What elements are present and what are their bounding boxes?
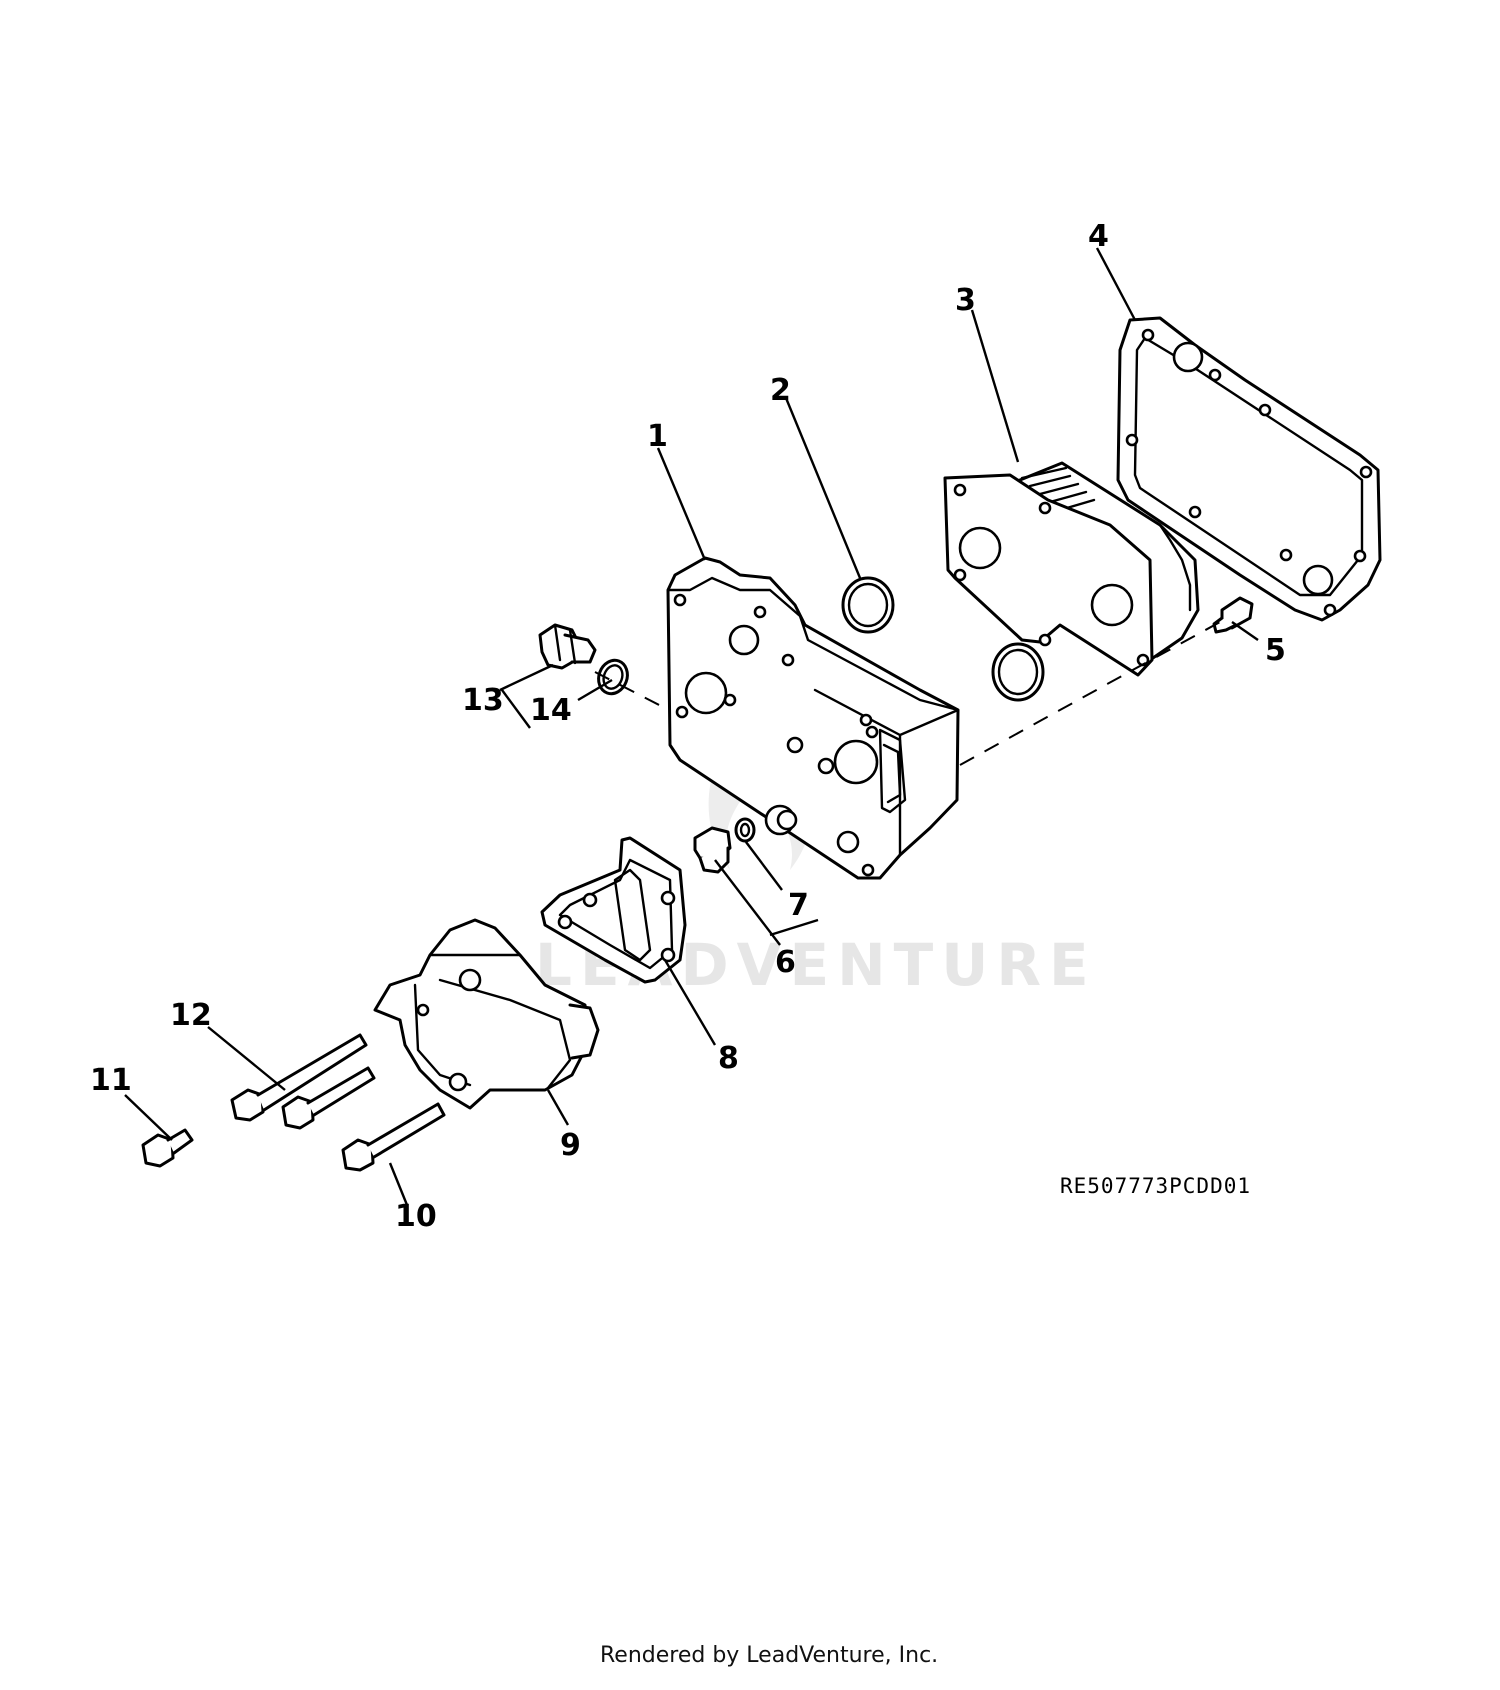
part-12-bolt-lower[interactable]: [281, 1066, 376, 1130]
drawing-id: RE507773PCDD01: [1060, 1174, 1251, 1198]
callout-12[interactable]: 12: [170, 998, 212, 1033]
assembly-centerlines: [594, 621, 1221, 766]
part-7-washer[interactable]: [734, 817, 756, 843]
callout-7[interactable]: 7: [788, 888, 809, 923]
callout-11[interactable]: 11: [90, 1063, 132, 1098]
callout-10[interactable]: 10: [395, 1199, 437, 1234]
part-4-gasket[interactable]: [1116, 316, 1382, 622]
callout-13[interactable]: 13: [462, 683, 504, 718]
callout-9[interactable]: 9: [560, 1128, 581, 1163]
part-11-bolt[interactable]: [141, 1128, 194, 1168]
part-9-housing[interactable]: [373, 918, 600, 1110]
part-14-o-ring[interactable]: [594, 656, 632, 698]
callout-labels: 1 2 3 4 5 6 7 8 9 10 11 12 13 14: [90, 219, 1286, 1234]
part-12-bolt-upper[interactable]: [230, 1033, 368, 1122]
callout-4[interactable]: 4: [1088, 219, 1109, 254]
callout-8[interactable]: 8: [718, 1041, 739, 1076]
part-5-cap-screw[interactable]: [1212, 596, 1254, 634]
part-2-o-ring[interactable]: [841, 576, 895, 634]
callout-3[interactable]: 3: [955, 283, 976, 318]
part-3-cooler-element[interactable]: [943, 461, 1200, 677]
callout-5[interactable]: 5: [1265, 633, 1286, 668]
footer-credit: Rendered by LeadVenture, Inc.: [600, 1643, 938, 1668]
leader-lines: [124, 247, 1259, 1206]
o-ring-lower[interactable]: [991, 642, 1045, 702]
part-1-oil-cooler-cover[interactable]: [666, 556, 960, 880]
callout-2[interactable]: 2: [770, 373, 791, 408]
part-8-gasket[interactable]: [540, 836, 687, 984]
part-10-bolt[interactable]: [341, 1102, 446, 1172]
callout-14[interactable]: 14: [530, 693, 572, 728]
part-13-fitting[interactable]: [538, 623, 597, 670]
callout-6[interactable]: 6: [775, 945, 796, 980]
part-6-plug[interactable]: [693, 826, 732, 874]
callout-1[interactable]: 1: [647, 419, 668, 454]
